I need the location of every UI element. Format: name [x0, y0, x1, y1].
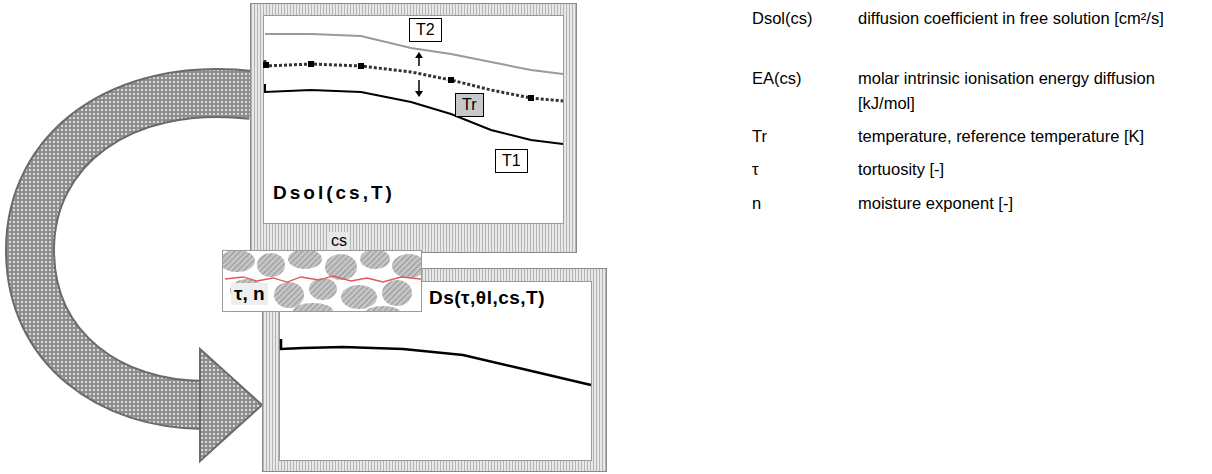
curve-tag: T1 — [495, 149, 528, 173]
symbol-name: Tr — [752, 124, 767, 149]
symbol-description: diffusion coefficient in free solution [… — [858, 6, 1208, 31]
graph-title: Ds(τ,θl,cs,T) — [429, 287, 545, 309]
curve-label: Tr — [462, 96, 477, 114]
symbol-description: moisture exponent [-] — [858, 191, 1208, 216]
symbol-description: temperature, reference temperature [K] — [858, 124, 1208, 149]
curve-tag: Tr — [455, 93, 484, 117]
symbol-name: n — [752, 191, 761, 216]
symbol-name: Dsol(cs) — [752, 6, 813, 31]
symbol-description: molar intrinsic ionisation energy diffus… — [858, 66, 1208, 116]
symbol-name: τ — [752, 157, 759, 182]
curve-label: T1 — [502, 152, 521, 170]
graph-title: Dsol(cs,T) — [273, 182, 395, 204]
parameter-label: τ, n — [231, 283, 268, 305]
curve-tag: T2 — [409, 18, 442, 42]
porous-medium-box: τ, n — [222, 250, 422, 312]
curve-label: T2 — [416, 21, 435, 39]
symbol-description: tortuosity [-] — [858, 157, 1208, 182]
graph-panel: Dsol(cs,T) cs T2TrT1 — [250, 3, 577, 253]
symbol-name: EA(cs) — [752, 66, 802, 91]
axis-label: cs — [329, 232, 349, 250]
